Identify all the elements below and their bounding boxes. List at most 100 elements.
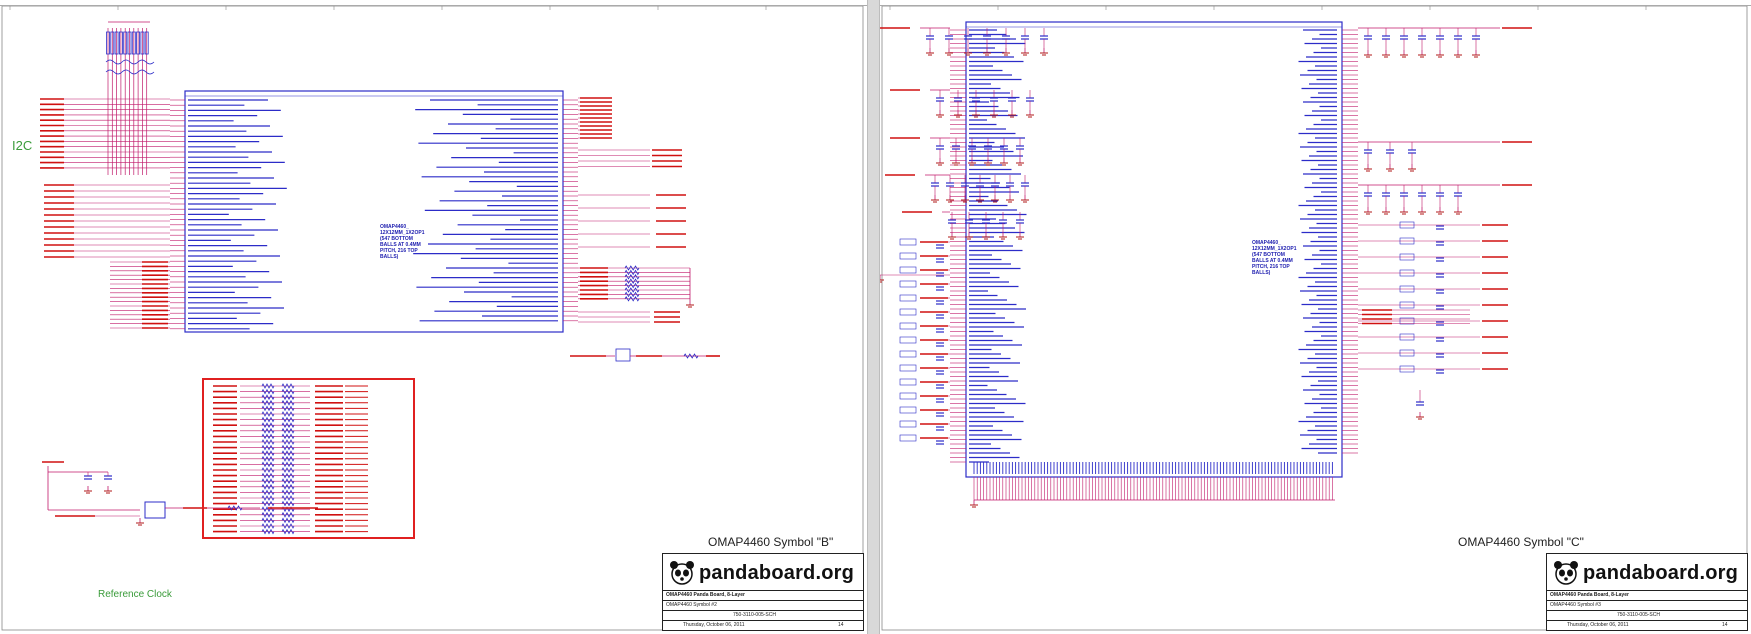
pandaboard-logo: pandaboard.org xyxy=(1549,556,1745,590)
sheet-divider xyxy=(867,0,880,634)
component xyxy=(1399,333,1415,341)
logo-text-board: board.org xyxy=(758,561,855,584)
resistor xyxy=(281,489,295,496)
resistor xyxy=(261,399,275,406)
component xyxy=(899,378,917,386)
resistor xyxy=(261,394,275,401)
component xyxy=(899,266,917,274)
resistor xyxy=(261,416,275,423)
resistor xyxy=(281,495,295,501)
component xyxy=(899,308,917,316)
chip-c-package-text: OMAP4460_ 12X12MM_1X2OP1 (547 BOTTOM BAL… xyxy=(1252,240,1297,276)
resistor xyxy=(281,517,295,524)
title-block-title: OMAP4460 Panda Board, 8-Layer xyxy=(1547,590,1747,600)
resistor xyxy=(261,383,275,389)
resistor xyxy=(683,353,699,359)
resistor xyxy=(281,405,295,412)
resistor xyxy=(281,528,295,535)
title-block-b: pandaboard.org OMAP4460 Panda Board, 8-L… xyxy=(662,553,864,631)
chip-b-outline xyxy=(184,90,564,333)
title-block-c: pandaboard.org OMAP4460 Panda Board, 8-L… xyxy=(1546,553,1748,631)
sheet-number: 14 xyxy=(1722,622,1728,628)
resistor xyxy=(281,394,295,401)
component xyxy=(899,336,917,344)
component xyxy=(899,350,917,358)
title-block-subtitle: OMAP4460 Symbol #3 xyxy=(1547,600,1747,610)
component xyxy=(1399,237,1415,245)
title-text: OMAP4460 Panda Board, 8-Layer xyxy=(666,592,745,598)
resistor xyxy=(261,467,275,473)
resistor-pack xyxy=(105,59,155,65)
resistor xyxy=(261,411,275,417)
resistor-pack xyxy=(105,69,155,75)
component xyxy=(899,252,917,260)
resistor xyxy=(261,450,275,457)
resistor xyxy=(281,427,295,434)
resistor xyxy=(281,416,295,423)
schematic-sheet-b: I2C Reference Clock OMAP4460_ 12X12MM_1X… xyxy=(0,0,867,634)
subtitle-text: OMAP4460 Symbol #2 xyxy=(666,602,717,608)
component xyxy=(1399,253,1415,261)
resistor xyxy=(261,511,275,518)
resistor xyxy=(261,523,275,529)
component xyxy=(899,322,917,330)
logo-text-board: board.org xyxy=(1642,561,1739,584)
sheet-border-top xyxy=(0,0,867,6)
component xyxy=(899,294,917,302)
title-block-title: OMAP4460 Panda Board, 8-Layer xyxy=(663,590,863,600)
resistor xyxy=(261,517,275,524)
resistor xyxy=(281,478,295,485)
pullup-resistor xyxy=(106,31,110,55)
chip-b-package-text: OMAP4460_ 12X12MM_1X2OP1 (547 BOTTOM BAL… xyxy=(380,224,425,260)
resistor xyxy=(261,422,275,429)
component xyxy=(1399,221,1415,229)
resistor xyxy=(281,450,295,457)
schematic-c-canvas xyxy=(880,5,1748,631)
resistor xyxy=(261,427,275,434)
component xyxy=(899,420,917,428)
sheet-border-top xyxy=(880,0,1751,6)
switch xyxy=(615,348,631,362)
resistor xyxy=(281,500,295,507)
resistor xyxy=(281,433,295,440)
resistor xyxy=(261,489,275,496)
resistor xyxy=(281,467,295,473)
component xyxy=(899,364,917,372)
title-text: OMAP4460 Panda Board, 8-Layer xyxy=(1550,592,1629,598)
component xyxy=(1399,317,1415,325)
component xyxy=(899,280,917,288)
pullup-resistor xyxy=(110,31,115,55)
pullup-resistor xyxy=(144,31,149,55)
pullup-resistor xyxy=(131,31,136,55)
doc-number: 750-3110-005-SCH xyxy=(1617,612,1660,618)
sheet-frame xyxy=(1,5,864,631)
resistor xyxy=(261,439,275,445)
resistor xyxy=(281,411,295,417)
resistor xyxy=(281,422,295,429)
resistor xyxy=(281,388,295,395)
component xyxy=(1399,349,1415,357)
resistor xyxy=(261,388,275,395)
title-block-subtitle: OMAP4460 Symbol #2 xyxy=(663,600,863,610)
resistor xyxy=(281,455,295,462)
resistor xyxy=(624,278,640,284)
pullup-resistor xyxy=(140,31,145,55)
resistor xyxy=(261,405,275,412)
i2c-group-label: I2C xyxy=(12,138,33,153)
resistor xyxy=(281,439,295,445)
pullup-resistor xyxy=(127,31,132,55)
logo-text-panda: panda xyxy=(699,561,759,584)
resistor xyxy=(624,269,640,276)
component xyxy=(1399,365,1415,373)
panda-icon xyxy=(1554,561,1578,585)
component xyxy=(1399,285,1415,293)
sheet-number: 14 xyxy=(838,622,844,628)
resistor xyxy=(261,444,275,451)
resistor xyxy=(281,383,295,389)
resistor xyxy=(281,444,295,451)
resistor xyxy=(261,528,275,535)
panda-icon xyxy=(670,561,694,585)
component xyxy=(899,238,917,246)
